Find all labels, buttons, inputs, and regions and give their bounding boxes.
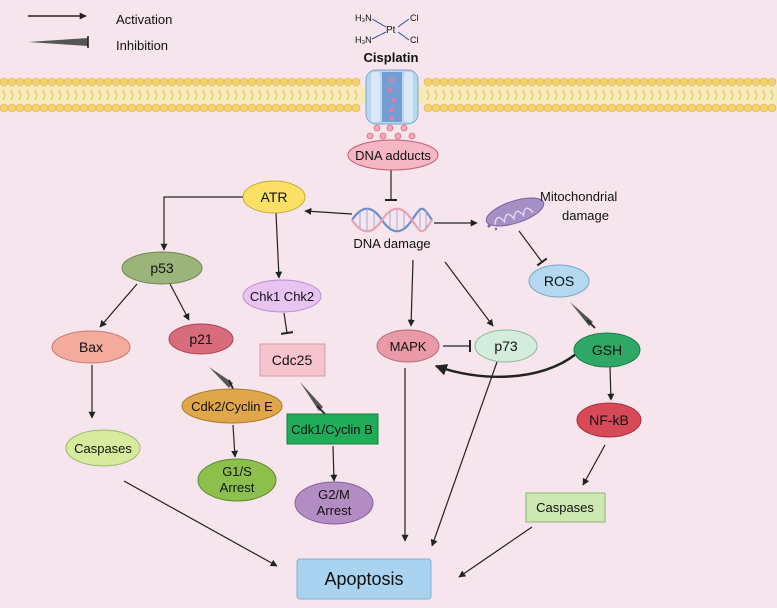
arrow-dnadamage-p73 — [444, 261, 494, 327]
formula-amine-top: H₃N — [355, 13, 372, 23]
node-cdc25: Cdc25 — [259, 343, 326, 377]
svg-text:Caspases: Caspases — [74, 441, 132, 456]
node-chk: Chk1 Chk2 — [242, 279, 322, 313]
arrow-cdk2-g1s — [231, 424, 239, 458]
svg-text:p53: p53 — [150, 260, 174, 276]
svg-text:Arrest: Arrest — [220, 480, 255, 495]
arrow-gsh-nfkb — [607, 366, 615, 401]
node-bax: Bax — [51, 330, 131, 364]
formula-amine-bottom: H₃N — [355, 35, 372, 45]
activation-arrows — [88, 196, 615, 578]
mitochondrion-icon — [485, 197, 545, 231]
svg-text:Cdk2/Cyclin E: Cdk2/Cyclin E — [191, 399, 273, 414]
inhibition-wedges — [209, 302, 596, 415]
cisplatin-label: Cisplatin — [364, 50, 419, 65]
svg-text:Chk1 Chk2: Chk1 Chk2 — [250, 289, 314, 304]
arrow-atr-chk — [275, 212, 283, 279]
node-ros: ROS — [528, 264, 590, 298]
node-gsh: GSH — [573, 332, 641, 368]
svg-text:ATR: ATR — [261, 189, 288, 205]
formula-chloride-top: Cl — [410, 13, 419, 23]
inhibit-chk-cdc25 — [280, 312, 294, 335]
node-g1s-arrest: G1/S Arrest — [197, 458, 277, 502]
arrow-caspasesleft-apoptosis — [123, 480, 278, 567]
svg-text:G2/M: G2/M — [318, 487, 350, 502]
node-nfkb: NF-kB — [576, 402, 642, 438]
dna-helix-icon — [351, 207, 433, 233]
label-mito-line2: damage — [562, 208, 609, 223]
node-p21: p21 — [168, 323, 234, 355]
svg-text:p21: p21 — [189, 331, 213, 347]
svg-text:Bax: Bax — [79, 339, 103, 355]
cisplatin-structure: H₃N H₃N Pt Cl Cl Cisplatin — [355, 13, 419, 65]
node-p53: p53 — [121, 251, 203, 285]
svg-text:DNA adducts: DNA adducts — [355, 148, 431, 163]
svg-text:MAPK: MAPK — [390, 339, 427, 354]
legend-activation-label: Activation — [116, 12, 172, 27]
node-g2m-arrest: G2/M Arrest — [294, 481, 374, 525]
arrow-p53-p21 — [169, 283, 190, 321]
svg-text:GSH: GSH — [592, 342, 622, 358]
formula-metal: Pt — [386, 25, 396, 36]
node-cdk1: Cdk1/Cyclin B — [286, 413, 379, 445]
svg-text:Cdc25: Cdc25 — [272, 352, 313, 368]
node-cdk2: Cdk2/Cyclin E — [181, 388, 283, 424]
arrow-p73-apoptosis — [430, 361, 498, 547]
svg-text:Caspases: Caspases — [536, 500, 594, 515]
svg-text:Arrest: Arrest — [317, 503, 352, 518]
legend: Activation Inhibition — [28, 12, 172, 53]
legend-inhibition-label: Inhibition — [116, 38, 168, 53]
arrow-nfkb-caspases — [582, 444, 606, 486]
svg-text:Apoptosis: Apoptosis — [324, 569, 403, 589]
wedge-p21-cdk2 — [209, 367, 233, 388]
arrow-atr-p53 — [160, 196, 243, 251]
svg-text:p73: p73 — [494, 338, 518, 354]
arrow-gsh-mapk — [434, 353, 577, 378]
svg-text:Cdk1/Cyclin B: Cdk1/Cyclin B — [291, 422, 373, 437]
svg-text:NF-kB: NF-kB — [589, 412, 629, 428]
membrane-channel — [365, 69, 419, 125]
inhibition-lines — [280, 170, 548, 352]
adduct-dots — [366, 124, 416, 140]
svg-text:ROS: ROS — [544, 273, 574, 289]
inhibit-mito-ros — [518, 230, 548, 267]
arrow-dnadamage-atr — [304, 207, 353, 215]
legend-inhibition-wedge — [28, 38, 88, 46]
formula-chloride-bottom: Cl — [410, 35, 419, 45]
arrow-cdk1-g2m — [330, 445, 338, 482]
svg-text:G1/S: G1/S — [222, 464, 252, 479]
arrow-dnadamage-mapk — [407, 259, 415, 327]
wedge-cdc25-cdk1 — [300, 382, 323, 411]
arrow-caspasesright-apoptosis — [458, 526, 533, 578]
node-caspases-left: Caspases — [65, 429, 141, 467]
label-mito-line1: Mitochondrial — [540, 189, 617, 204]
node-p73: p73 — [474, 329, 538, 363]
node-caspases-right: Caspases — [525, 492, 606, 523]
arrow-p53-bax — [99, 283, 138, 328]
node-mapk: MAPK — [376, 329, 440, 363]
node-apoptosis: Apoptosis — [296, 558, 432, 600]
node-atr: ATR — [242, 180, 306, 214]
label-dna-damage: DNA damage — [353, 236, 430, 251]
node-dna-adducts: DNA adducts — [347, 139, 439, 171]
